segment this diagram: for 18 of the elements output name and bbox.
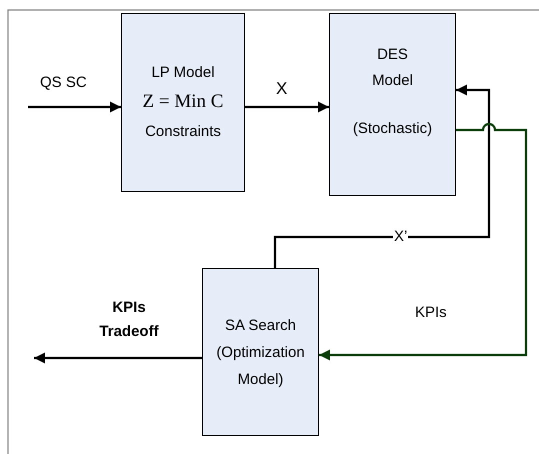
box-text: (Stochastic) <box>352 119 432 139</box>
process-box <box>202 268 319 436</box>
arrow <box>34 352 202 364</box>
box-text: Z = Min C <box>142 90 224 114</box>
arrow <box>28 102 121 112</box>
edge-label: KPIs <box>415 303 447 323</box>
process-box <box>329 13 456 196</box>
arrow <box>319 123 528 360</box>
arrow <box>245 102 329 112</box>
box-text: SA Search (Optimization Model) <box>215 316 306 390</box>
process-box <box>121 13 245 192</box>
arrow <box>274 84 490 268</box>
box-text: Constraints <box>145 122 221 142</box>
edge-label: QS SC <box>40 73 87 93</box>
edge-label: X <box>276 78 288 100</box>
box-text: LP Model <box>151 62 215 83</box>
edge-label: KPIs Tradeoff <box>98 298 160 342</box>
box-text: DES Model <box>371 45 414 91</box>
